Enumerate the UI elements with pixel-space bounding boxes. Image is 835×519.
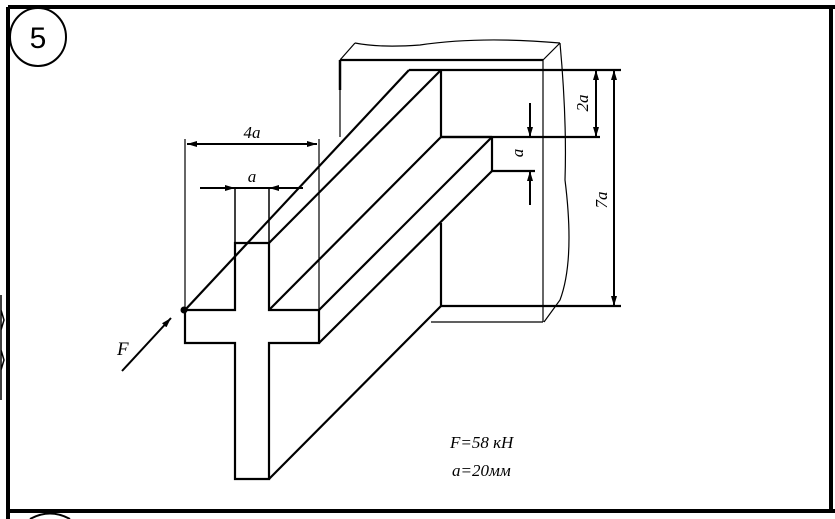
wall <box>338 39 570 323</box>
frame-border <box>6 5 835 519</box>
dim-4a: 4a <box>244 123 261 142</box>
problem-number-circle <box>9 7 67 67</box>
beam-cross-section <box>183 68 494 481</box>
left-fragment <box>0 295 5 400</box>
force-application-point <box>180 306 188 314</box>
given-force: F=58 кН <box>449 433 515 452</box>
problem-number: 5 <box>30 22 47 55</box>
next-problem-circle <box>29 512 71 519</box>
dim-2a: 2a <box>573 95 592 112</box>
force-arrow <box>121 306 188 372</box>
force-label: F <box>116 339 129 360</box>
dimension-lines <box>184 68 621 310</box>
dim-a-web: a <box>248 167 257 186</box>
dim-7a: 7a <box>592 192 611 209</box>
given-size: a=20мм <box>452 461 511 480</box>
dim-a-flange: a <box>508 149 527 158</box>
